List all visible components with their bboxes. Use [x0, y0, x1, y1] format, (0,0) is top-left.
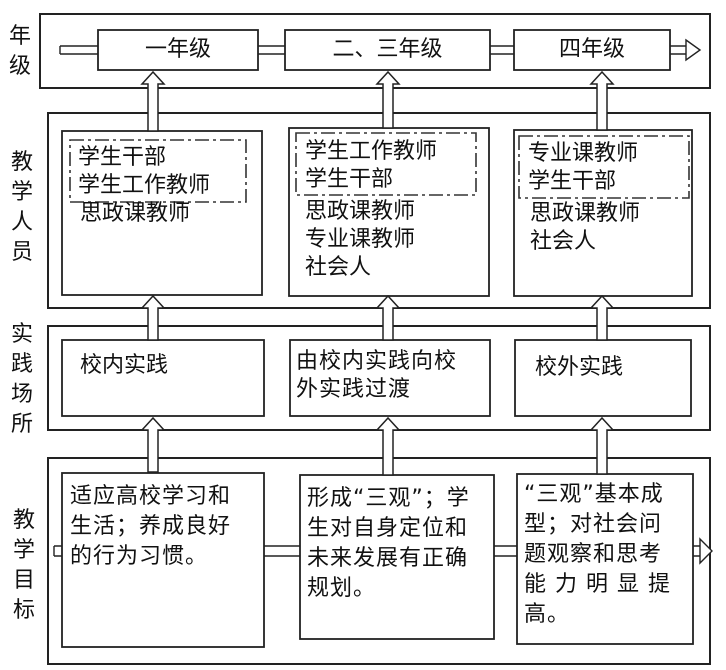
grade-box-1 [97, 29, 259, 71]
staff-rest-text-1: 思政课教师 [80, 201, 191, 226]
place-box-2 [289, 339, 491, 417]
staff-highlight-text-1: 学生干部 学生工作教师 [78, 145, 211, 198]
goal-text-3: “三观”基本成 型；对社会问 题观察和思考 能 力 明 显 提 高。 [524, 482, 671, 627]
staff-highlight-frame-2 [295, 132, 477, 196]
arrow-up-col1-staff-grade [140, 70, 166, 132]
band-goal [47, 457, 711, 665]
grade-box-2 [284, 29, 491, 71]
arrow-up-col2-staff-grade [375, 70, 401, 129]
staff-box-3 [513, 129, 693, 297]
place-text-1: 校内实践 [80, 353, 169, 378]
row-label-staff: 教 学 人 员 [10, 150, 33, 265]
arrow-up-col3-goal-place [589, 416, 615, 475]
arrow-up-col1-goal-place [140, 416, 166, 473]
place-box-1 [61, 339, 265, 417]
staff-highlight-text-2: 学生工作教师 学生干部 [305, 139, 438, 192]
staff-highlight-text-3: 专业课教师 学生干部 [528, 141, 639, 194]
row-label-grade: 年 级 [8, 24, 31, 79]
staff-rest-text-2: 思政课教师 专业课教师 社会人 [305, 199, 416, 280]
band-grade [39, 13, 711, 89]
grade-label-2: 二、三年级 [332, 37, 443, 62]
goal-text-2: 形成“三观”；学 生对自身定位和 未来发展有正确 规划。 [307, 486, 470, 601]
arrow-up-col3-place-staff [589, 294, 615, 341]
staff-box-2 [288, 127, 490, 297]
goal-text-1: 适应高校学习和 生活；养成良好 的行为习惯。 [70, 484, 232, 569]
place-box-3 [514, 339, 692, 417]
arrow-up-col2-place-staff [375, 294, 401, 341]
place-text-2: 由校内实践向校 外实践过渡 [296, 349, 458, 402]
vertical-arrows [140, 70, 615, 476]
arrow-up-col3-staff-grade [589, 70, 615, 131]
grade-box-3 [513, 29, 671, 71]
goal-box-1 [61, 472, 265, 648]
grade-label-3: 四年级 [558, 37, 625, 62]
row-label-goal: 教 学 目 标 [12, 508, 35, 623]
goal-box-2 [299, 474, 495, 640]
arrow-up-col1-place-staff [140, 294, 166, 341]
staff-highlight-frame-3 [518, 135, 690, 199]
staff-highlight-frame-1 [69, 139, 247, 203]
grade-label-1: 一年级 [144, 37, 211, 62]
staff-box-1 [61, 130, 263, 296]
staff-rest-text-3: 思政课教师 社会人 [530, 201, 641, 254]
place-text-3: 校外实践 [535, 355, 624, 380]
row-label-place: 实 践 场 所 [10, 322, 33, 437]
arrow-up-col2-goal-place [375, 416, 401, 476]
